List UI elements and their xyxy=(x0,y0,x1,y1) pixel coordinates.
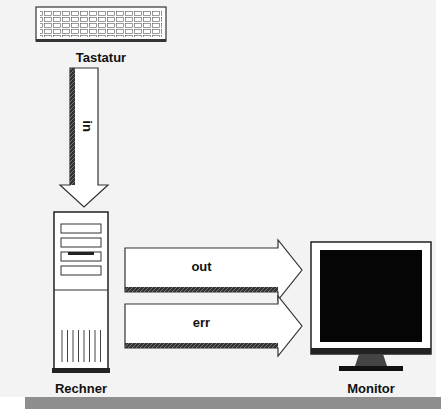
block-arrow xyxy=(125,296,302,356)
drop-shadow xyxy=(25,397,441,409)
keyboard-node: Tastatur xyxy=(35,5,167,65)
monitor-node: Monitor xyxy=(305,240,437,396)
node-label: Tastatur xyxy=(74,51,128,65)
node-label: Rechner xyxy=(53,382,109,396)
arrow-band xyxy=(125,343,278,348)
arrow-label: err xyxy=(191,316,212,330)
arrow-band xyxy=(70,68,75,185)
tower-node: Rechner xyxy=(40,210,122,396)
monitor-illustration xyxy=(305,240,437,396)
node-label: Monitor xyxy=(345,382,397,396)
block-arrow xyxy=(60,68,108,207)
tower-illustration xyxy=(40,210,122,396)
arrow-label: out xyxy=(189,260,213,274)
arrow-band xyxy=(125,287,278,292)
block-arrow xyxy=(125,240,302,300)
arrow-label: in xyxy=(79,119,93,135)
